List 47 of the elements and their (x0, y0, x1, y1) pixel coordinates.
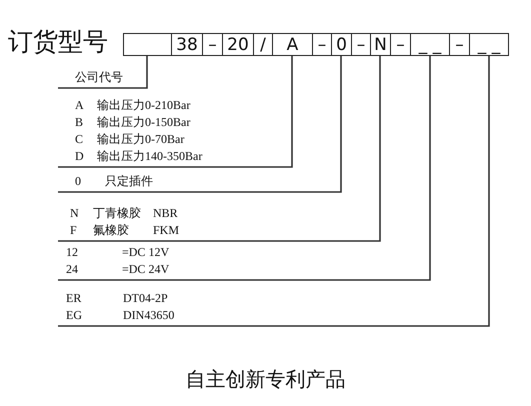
leader-line (58, 56, 490, 327)
option-code: ER (66, 290, 82, 306)
option-description: NBR (153, 205, 179, 221)
option-description: 氟橡胶 (93, 222, 130, 238)
code-cell: 20 (222, 33, 254, 56)
option-description: 输出压力140-350Bar (97, 148, 204, 164)
code-cell (123, 33, 172, 56)
option-code: B (75, 114, 84, 130)
option-description: 丁青橡胶 (93, 205, 142, 221)
option-code: 12 (66, 244, 79, 260)
code-cell: N (370, 33, 391, 56)
code-cell: / (253, 33, 273, 56)
code-cell: _ _ (469, 33, 509, 56)
option-description: FKM (153, 222, 180, 238)
option-description: =DC 24V (122, 261, 170, 277)
option-description: 输出压力0-210Bar (97, 97, 192, 113)
caption: 自主创新专利产品 (184, 368, 346, 393)
option-description: DIN43650 (123, 307, 176, 323)
option-code: D (75, 148, 85, 164)
option-code: N (70, 205, 80, 221)
code-cell: – (202, 33, 223, 56)
option-code: F (70, 222, 78, 238)
leader-line (58, 56, 381, 242)
option-description: 只定插件 (105, 173, 154, 189)
option-description: 公司代号 (75, 69, 124, 85)
code-cell: – (351, 33, 371, 56)
leader-line (58, 56, 293, 168)
option-code: C (75, 131, 84, 147)
option-description: 输出压力0-150Bar (97, 114, 192, 130)
leader-line (58, 56, 342, 193)
option-description: DT04-2P (123, 290, 169, 306)
code-cell: – (390, 33, 411, 56)
leader-line (58, 56, 148, 89)
option-description: =DC 12V (122, 244, 170, 260)
code-cell: – (449, 33, 470, 56)
leader-line (58, 56, 431, 281)
option-code: EG (66, 307, 83, 323)
option-code: A (75, 97, 85, 113)
code-cell: 38 (171, 33, 203, 56)
heading: 订货型号 (8, 28, 108, 58)
option-code: 0 (75, 173, 82, 189)
code-cell: A (272, 33, 313, 56)
code-cell: _ _ (410, 33, 450, 56)
option-code: 24 (66, 261, 79, 277)
code-cell: 0 (331, 33, 352, 56)
option-description: 输出压力0-70Bar (97, 131, 186, 147)
code-cell: – (312, 33, 332, 56)
